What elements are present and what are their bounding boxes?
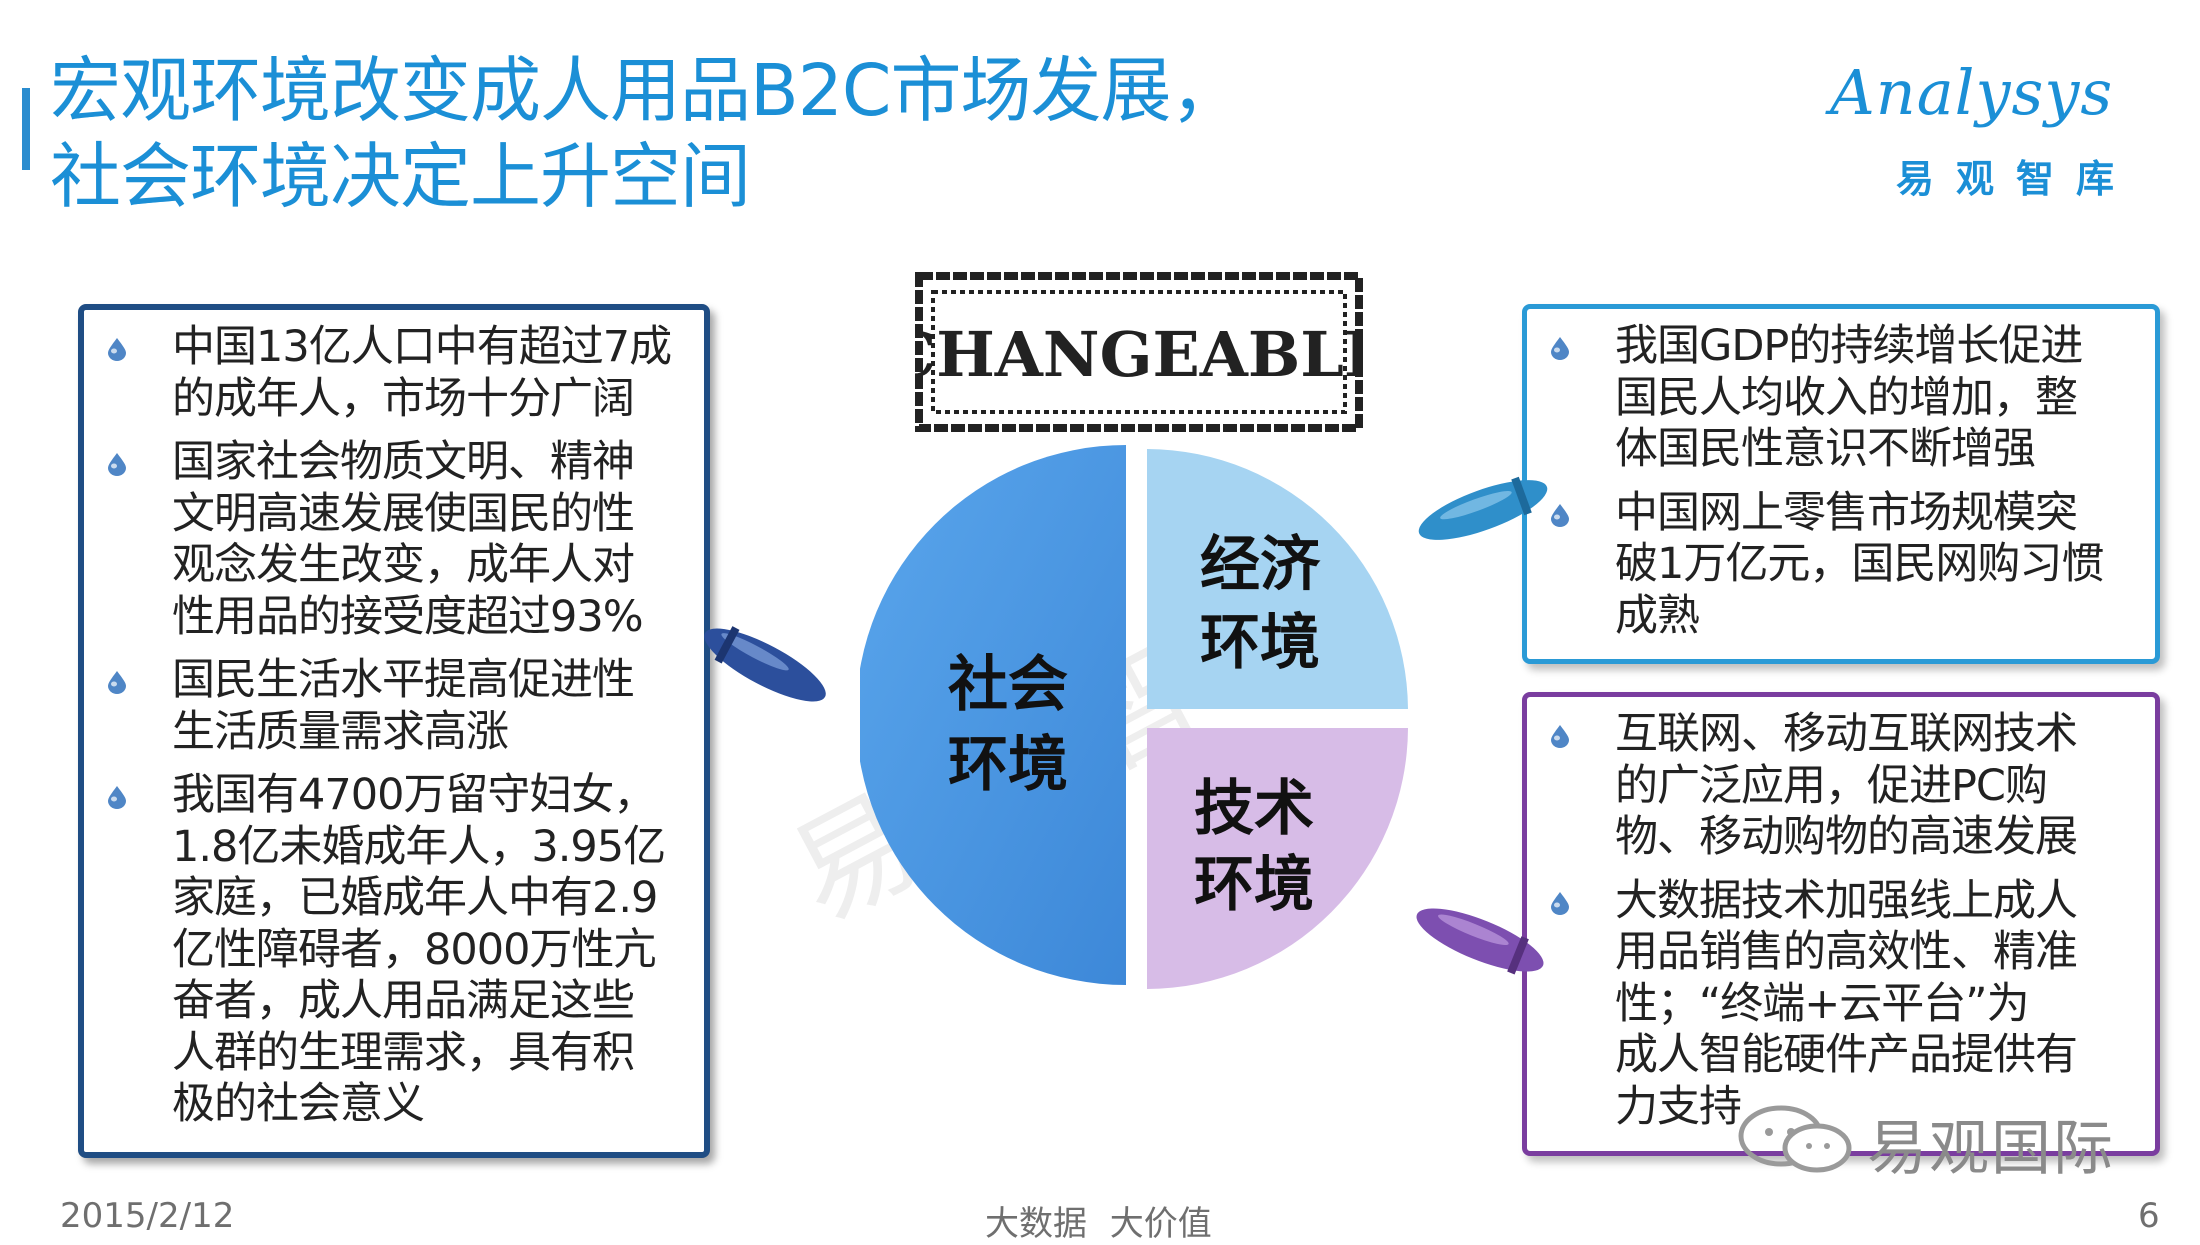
bullet-drop-icon — [1551, 891, 1569, 915]
bullet-line: 国民生活水平提高促进性 — [172, 655, 635, 705]
bullet-drop-icon — [108, 786, 126, 809]
pie-slice-tech — [1147, 728, 1408, 989]
bullet-line: 的广泛应用，促进PC购 — [1615, 760, 2048, 811]
capsule-shape-left — [704, 626, 826, 702]
wechat-watermark: 易观国际 — [1735, 1100, 2155, 1184]
bullet-line: 大数据技术加强线上成人 — [1615, 875, 2078, 926]
pie-label-tech-2: 环境 — [1194, 850, 1314, 920]
title-line-1: 宏观环境改变成人用品B2C市场发展， — [50, 49, 1241, 132]
tech-factors-box: 互联网、移动互联网技术的广泛应用，促进PC购物、移动购物的高速发展大数据技术加强… — [1522, 692, 2160, 1156]
wechat-icon — [1738, 1105, 1852, 1173]
bullet-line: 国家社会物质文明、精神 — [172, 437, 635, 487]
title-accent-bar — [22, 88, 30, 170]
bullet-line: 亿性障碍者，8000万性亢 — [172, 924, 656, 975]
bullet-item: 互联网、移动互联网技术的广泛应用，促进PC购物、移动购物的高速发展 — [1527, 709, 2145, 864]
bullet-drop-icon — [1551, 337, 1569, 360]
bullet-line: 奋者，成人用品满足这些 — [172, 976, 635, 1026]
bullet-line: 我国有4700万留守妇女， — [172, 770, 656, 820]
bullet-item: 中国网上零售市场规模突破1万亿元，国民网购习惯成熟 — [1527, 488, 2145, 643]
bullet-line: 性；“终端+云平台”为 — [1615, 978, 2030, 1029]
social-factors-list: 中国13亿人口中有超过7成的成年人，市场十分广阔国家社会物质文明、精神文明高速发… — [84, 310, 704, 1131]
analysys-logo: Analysys 易观智库 — [1830, 56, 2170, 206]
logo-chinese: 易观智库 — [1896, 157, 2137, 201]
bullet-drop-icon — [108, 453, 126, 476]
bullet-drop-icon — [1551, 503, 1569, 527]
bullet-item: 国家社会物质文明、精神文明高速发展使国民的性观念发生改变，成年人对性用品的接受度… — [84, 437, 694, 643]
bullet-line: 性用品的接受度超过93% — [172, 591, 644, 642]
page-title: 宏观环境改变成人用品B2C市场发展， 社会环境决定上升空间 — [50, 48, 1430, 220]
bullet-line: 观念发生改变，成年人对 — [172, 540, 635, 590]
bullet-line: 家庭，已婚成年人中有2.9 — [172, 873, 658, 923]
bullet-line: 破1万亿元，国民网购习惯 — [1615, 539, 2104, 589]
bullet-line: 的成年人，市场十分广阔 — [172, 373, 635, 424]
title-line-2: 社会环境决定上升空间 — [50, 135, 751, 218]
economic-factors-list: 我国GDP的持续增长促进国民人均收入的增加，整体国民性意识不断增强中国网上零售市… — [1527, 309, 2155, 642]
bullet-item: 中国13亿人口中有超过7成的成年人，市场十分广阔 — [84, 322, 694, 425]
bullet-line: 生活质量需求高涨 — [172, 706, 509, 757]
bullet-line: 体国民性意识不断增强 — [1615, 424, 2036, 474]
footer-date: 2015/2/12 — [60, 1196, 235, 1236]
bullet-line: 1.8亿未婚成年人，3.95亿 — [172, 821, 666, 872]
stamp-text: CHANGEABLE — [915, 318, 1363, 391]
bullet-line: 文明高速发展使国民的性 — [172, 488, 635, 539]
pie-slice-economic — [1147, 449, 1408, 709]
bullet-line: 力支持 — [1615, 1081, 1742, 1132]
footer-slogan: 大数据 大价值 — [985, 1204, 1212, 1244]
bullet-line: 用品销售的高效性、精准 — [1615, 927, 2078, 977]
bullet-item: 大数据技术加强线上成人用品销售的高效性、精准性；“终端+云平台”为成人智能硬件产… — [1527, 876, 2145, 1134]
pie-label-economic-1: 经济 — [1200, 530, 1321, 600]
bullet-line: 互联网、移动互联网技术 — [1615, 709, 2078, 759]
page-number: 6 — [2138, 1196, 2160, 1236]
bullet-line: 极的社会意义 — [172, 1079, 425, 1129]
bullet-line: 中国13亿人口中有超过7成 — [172, 322, 672, 372]
logo-wordmark: Analysys — [1830, 56, 2114, 129]
bullet-drop-icon — [1551, 725, 1569, 748]
wechat-watermark-text: 易观国际 — [1867, 1114, 2115, 1184]
bullet-line: 中国网上零售市场规模突 — [1615, 487, 2078, 538]
bullet-line: 我国GDP的持续增长促进 — [1615, 321, 2083, 371]
bullet-line: 成熟 — [1615, 590, 1700, 641]
bullet-line: 国民人均收入的增加，整 — [1615, 372, 2078, 423]
pie-label-tech-1: 技术 — [1194, 774, 1314, 844]
bullet-line: 物、移动购物的高速发展 — [1615, 812, 2078, 862]
capsule-shape-top-right — [1418, 476, 1548, 540]
environment-pie: 社会 环境 经济 环境 技术 环境 — [860, 445, 1408, 989]
bullet-item: 国民生活水平提高促进性生活质量需求高涨 — [84, 655, 694, 758]
bullet-drop-icon — [108, 671, 126, 694]
social-factors-box: 中国13亿人口中有超过7成的成年人，市场十分广阔国家社会物质文明、精神文明高速发… — [78, 304, 710, 1158]
bullet-item: 我国有4700万留守妇女，1.8亿未婚成年人，3.95亿家庭，已婚成年人中有2.… — [84, 770, 694, 1131]
pie-label-economic-2: 环境 — [1200, 608, 1320, 678]
bullet-drop-icon — [108, 338, 126, 361]
changeable-stamp: CHANGEABLE — [915, 272, 1363, 432]
pie-label-social-2: 环境 — [948, 730, 1068, 800]
bullet-line: 成人智能硬件产品提供有 — [1615, 1030, 2078, 1080]
tech-factors-list: 互联网、移动互联网技术的广泛应用，促进PC购物、移动购物的高速发展大数据技术加强… — [1527, 697, 2155, 1133]
bullet-item: 我国GDP的持续增长促进国民人均收入的增加，整体国民性意识不断增强 — [1527, 321, 2145, 476]
bullet-line: 人群的生理需求，具有积 — [172, 1027, 635, 1078]
pie-label-social-1: 社会 — [948, 650, 1068, 720]
capsule-shape-bottom-right — [1416, 908, 1544, 975]
economic-factors-box: 我国GDP的持续增长促进国民人均收入的增加，整体国民性意识不断增强中国网上零售市… — [1522, 304, 2160, 664]
pie-slice-social — [860, 445, 1126, 985]
